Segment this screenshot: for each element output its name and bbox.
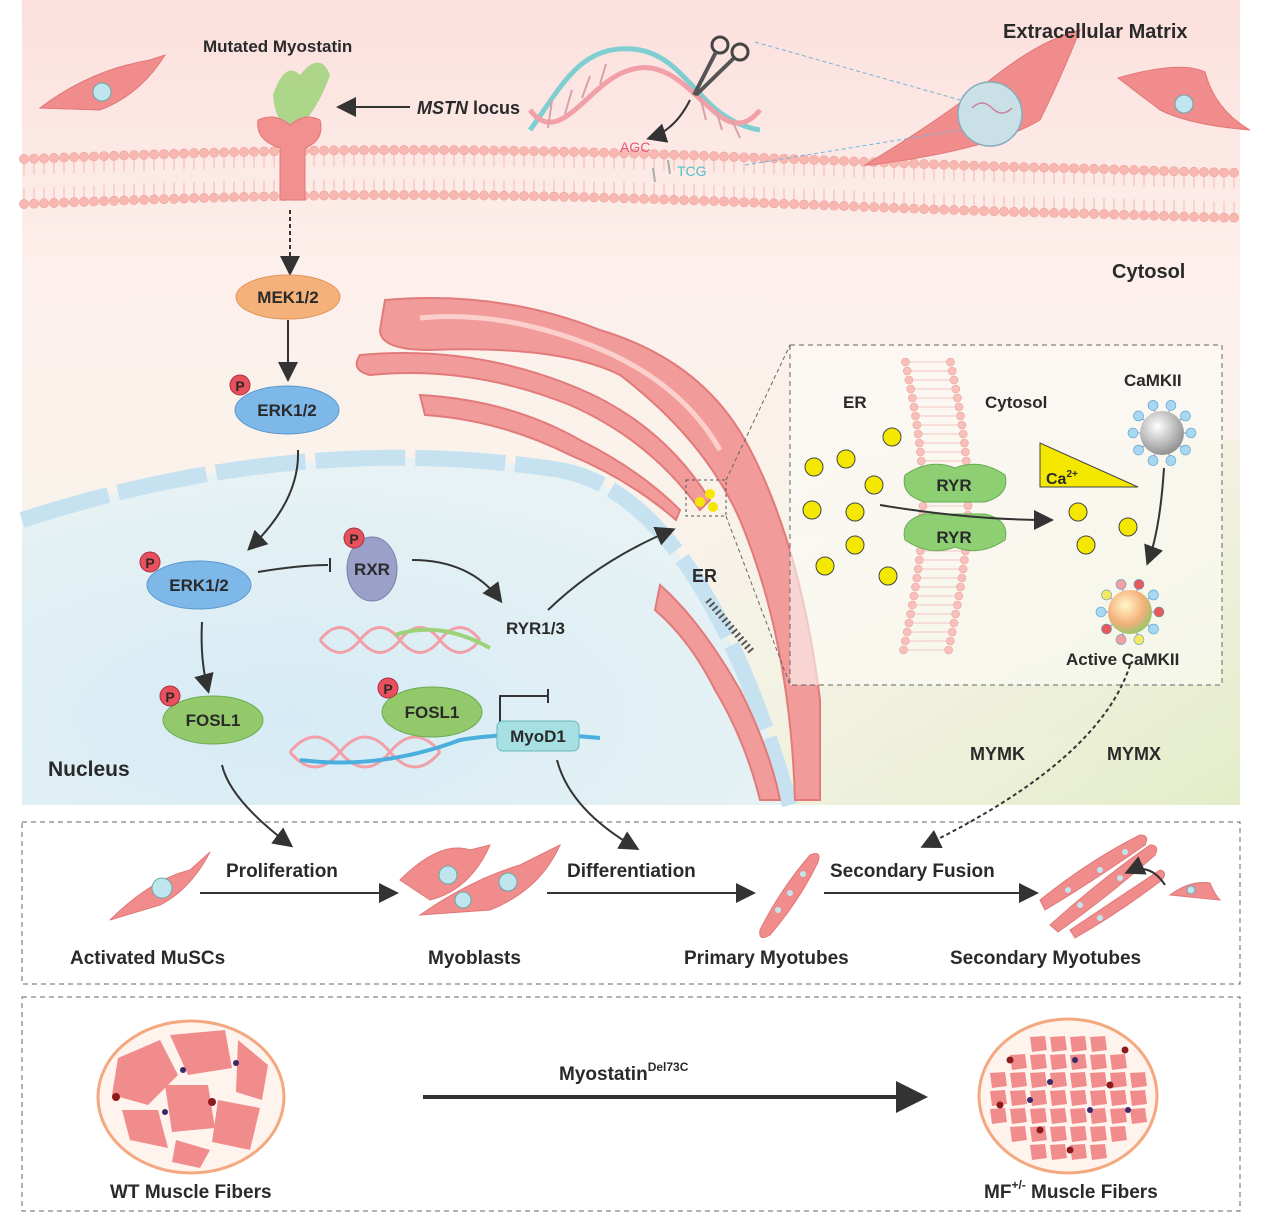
cell-membrane [19, 145, 1239, 223]
ryr13-label: RYR1/3 [506, 619, 565, 638]
ryr-bottom-label: RYR [936, 528, 971, 547]
scissors-icon [692, 35, 750, 97]
erk12-cytosolic-label: ERK1/2 [257, 401, 317, 420]
svg-text:P: P [383, 681, 392, 697]
ecm-cell-right [1116, 66, 1251, 131]
rxr-node: RXR [346, 536, 398, 602]
mek12-label: MEK1/2 [257, 288, 318, 307]
secondary-myotubes-label: Secondary Myotubes [950, 948, 1141, 969]
svg-text:P: P [235, 378, 244, 394]
calcium-ions [802, 427, 1138, 586]
calcium-gradient-triangle: Ca2+ [1039, 442, 1139, 488]
extracellular-matrix-label: Extracellular Matrix [1003, 21, 1188, 43]
er-label: ER [692, 566, 717, 586]
camkii-inactive-icon [1127, 400, 1197, 466]
activated-musc-cell [109, 851, 211, 921]
ecm-cell-large [744, 29, 1081, 166]
myoblast-cells [399, 843, 562, 916]
rxr-label: RXR [354, 560, 390, 579]
mymk-label: MYMK [970, 744, 1025, 764]
mstn-locus-label: MSTN locus [417, 98, 520, 118]
ryr-channel-bottom: RYR [903, 513, 1007, 552]
differentiation-label: Differentiation [567, 861, 696, 882]
fosl1-b-label: FOSL1 [405, 703, 460, 722]
phospho-badge: P [229, 374, 251, 396]
calcium-label: Ca2+ [1046, 469, 1078, 488]
fosl1-node-a: FOSL1 [162, 695, 264, 745]
seq-right-label: TCG [677, 163, 707, 179]
secondary-fusion-label: Secondary Fusion [830, 861, 995, 882]
nuclear-envelope [19, 449, 798, 808]
ryr-channel-top: RYR [903, 463, 1007, 503]
ryr-top-label: RYR [936, 476, 971, 495]
primary-myotube [759, 853, 820, 939]
wt-fibers-label: WT Muscle Fibers [110, 1182, 272, 1203]
seq-left-label: AGC [620, 139, 650, 155]
erk12-cytosolic-node: ERK1/2 [234, 385, 340, 435]
fusing-cell [1168, 882, 1222, 901]
erk12-nuclear-node: ERK1/2 [146, 560, 252, 610]
cytosol-label: Cytosol [1112, 261, 1185, 283]
phospho-badge: P [159, 685, 181, 707]
dna-helix-crispr: AGC TCG [527, 35, 762, 183]
fosl1-a-label: FOSL1 [186, 711, 241, 730]
mf-fibers-label: MF+/- Muscle Fibers [984, 1178, 1158, 1203]
mymx-label: MYMX [1107, 744, 1161, 764]
primary-myotubes-label: Primary Myotubes [684, 948, 849, 969]
svg-text:P: P [165, 689, 174, 705]
svg-text:P: P [349, 531, 358, 547]
myod1-node: MyoD1 [496, 720, 580, 752]
endoplasmic-reticulum [355, 297, 821, 801]
ecm-cell-left [38, 54, 167, 111]
camkii-label: CaMKII [1124, 371, 1182, 390]
inset-er-label: ER [843, 393, 867, 412]
wt-muscle-fiber-cross-section [96, 1019, 286, 1175]
active-camkii-label: Active CaMKII [1066, 650, 1179, 669]
phospho-badge: P [139, 551, 161, 573]
nucleus-label: Nucleus [48, 758, 130, 781]
myoblasts-label: Myoblasts [428, 948, 521, 969]
phospho-badge: P [343, 527, 365, 549]
mek12-node: MEK1/2 [235, 274, 341, 320]
camkii-active-icon [1095, 579, 1165, 645]
svg-text:P: P [145, 555, 154, 571]
calcium-signaling-inset: RYR RYR Ca2+ ER Cytosol [725, 344, 1223, 686]
proliferation-label: Proliferation [226, 861, 338, 882]
mutated-myostatin-label: Mutated Myostatin [203, 37, 352, 56]
phospho-badge: P [377, 677, 399, 699]
myostatin-del73c-label: MyostatinDel73C [559, 1060, 689, 1085]
dna-ryr-gene [318, 626, 491, 654]
activated-muscs-label: Activated MuSCs [70, 948, 225, 969]
fosl1-node-b: FOSL1 [381, 686, 483, 738]
myod1-label: MyoD1 [510, 727, 566, 746]
mf-muscle-fiber-cross-section [977, 1017, 1159, 1175]
myostatin-receptor [257, 62, 330, 201]
inset-cytosol-label: Cytosol [985, 393, 1047, 412]
erk12-nuclear-label: ERK1/2 [169, 576, 229, 595]
